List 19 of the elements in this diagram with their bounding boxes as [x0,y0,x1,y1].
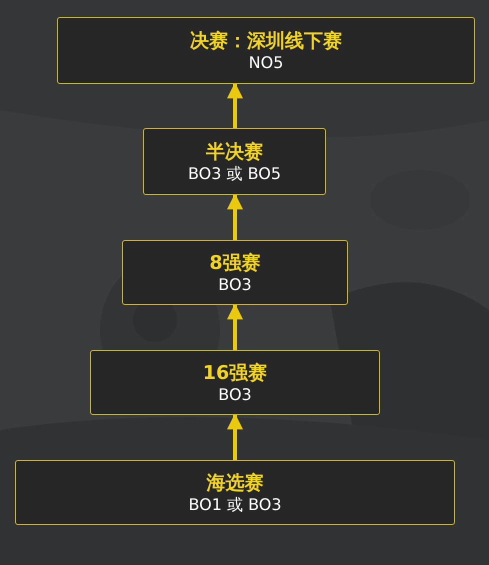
stage-title: 海选赛 [206,470,264,494]
arrow [227,413,243,460]
match-format: BO3 [218,274,252,294]
stage-box [143,128,326,195]
match-format: BO1 或 BO3 [188,494,282,514]
arrow [227,193,243,240]
match-format: BO3 [218,384,252,404]
stage-box [15,460,455,525]
match-format: BO3 或 BO5 [188,164,282,184]
stage-box [57,17,475,84]
arrow [227,303,243,350]
stage-title: 16强赛 [202,360,268,384]
arrow [227,82,243,128]
stage-box [90,350,380,415]
match-format: NO5 [248,52,284,72]
stage-title: 8强赛 [209,250,261,274]
stage-title: 半决赛 [206,140,263,164]
stage-box [122,240,348,305]
stage-title: 决赛：深圳线下赛 [190,28,342,52]
